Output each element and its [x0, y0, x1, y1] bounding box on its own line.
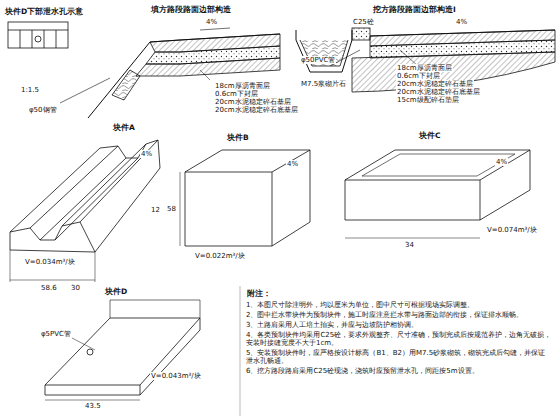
dimension-label: φ5PVC管	[40, 330, 72, 338]
note-text: 4、各类预制块件均采用C25砼，要求外观整齐、尺寸准确，预制完成后按规范养护，边…	[246, 331, 552, 348]
dimension-label: 18cm厚沥青面层	[396, 64, 453, 72]
dimension-label: 18cm厚沥青面层	[214, 82, 271, 90]
note-text: 5、安装预制块件时，应严格按设计标高（B1、B2）用M7.5砂浆砌筑，砌筑完成后…	[246, 349, 552, 366]
dimension-label: 4%	[455, 18, 468, 26]
dimension-label: 20cm水泥稳定碎石基层	[214, 98, 292, 106]
dimension-label: φ50钢管	[28, 106, 58, 114]
dimension-label: C25砼	[352, 18, 375, 26]
view-title: 填方路段路面边部构造	[150, 6, 232, 14]
dimension-label: 30	[70, 284, 81, 292]
dimension-label: 4%	[495, 158, 508, 166]
dimension-label: 43.5	[84, 402, 102, 410]
dimension-label: 58	[166, 205, 177, 213]
dimension-label: 20cm水泥稳定碎石底基层	[396, 88, 481, 96]
note-text: 6、挖方路段路肩采用C25砼现浇，浇筑时应预留泄水孔，间距按5m设置。	[246, 367, 552, 375]
dimension-label: 12	[150, 206, 161, 214]
dimension-label: V=0.043m³/块	[150, 372, 202, 380]
dimension-label: M7.5浆砌片石	[300, 80, 347, 88]
view-title: 块件A	[112, 124, 136, 132]
dimension-label: V=0.022m³/块	[194, 252, 246, 260]
dimension-label: V=0.074m³/块	[486, 226, 538, 234]
dimension-label: 4%	[286, 160, 299, 168]
view-title: 块件D下部泄水孔示意	[4, 8, 84, 16]
dimension-label: 58.6	[40, 284, 58, 292]
dimension-label: V=0.034m³/块	[24, 258, 76, 266]
notes-block: 1、本图尺寸除注明外，均以厘米为单位，图中尺寸可根据现场实际调整。 2、图中拦水带…	[246, 301, 552, 377]
dimension-label: 0.6cm下封层	[214, 90, 259, 98]
dimension-label: 1:1.5	[20, 86, 40, 94]
dimension-label: 4%	[140, 150, 153, 158]
view-title: 块件D	[104, 288, 128, 296]
dimension-label: 20cm水泥稳定碎石基层	[396, 80, 474, 88]
note-text: 1、本图尺寸除注明外，均以厘米为单位，图中尺寸可根据现场实际调整。	[246, 301, 552, 309]
view-title: 挖方路段路面边部构造Ⅰ	[372, 6, 457, 14]
view-title: 块件B	[226, 134, 250, 142]
note-text: 2、图中拦水带块件为预制块件，施工时应注意拦水带与路面边部的衔接，保证排水顺畅。	[246, 311, 552, 319]
note-text: 3、土路肩采用人工培土拍实，并应与边坡防护相协调。	[246, 321, 552, 329]
dimension-label: φ50PVC管	[300, 56, 336, 64]
dimension-label: 4%	[205, 18, 218, 26]
dimension-label: 20cm水泥稳定碎石底基层	[214, 106, 299, 114]
view-title: 块件C	[418, 132, 442, 140]
dimension-label: 15cm级配碎石垫层	[396, 96, 460, 104]
dimension-label: 0.6cm下封层	[396, 72, 441, 80]
dimension-label: 34	[404, 241, 415, 249]
view-title: 附注：	[246, 290, 272, 298]
